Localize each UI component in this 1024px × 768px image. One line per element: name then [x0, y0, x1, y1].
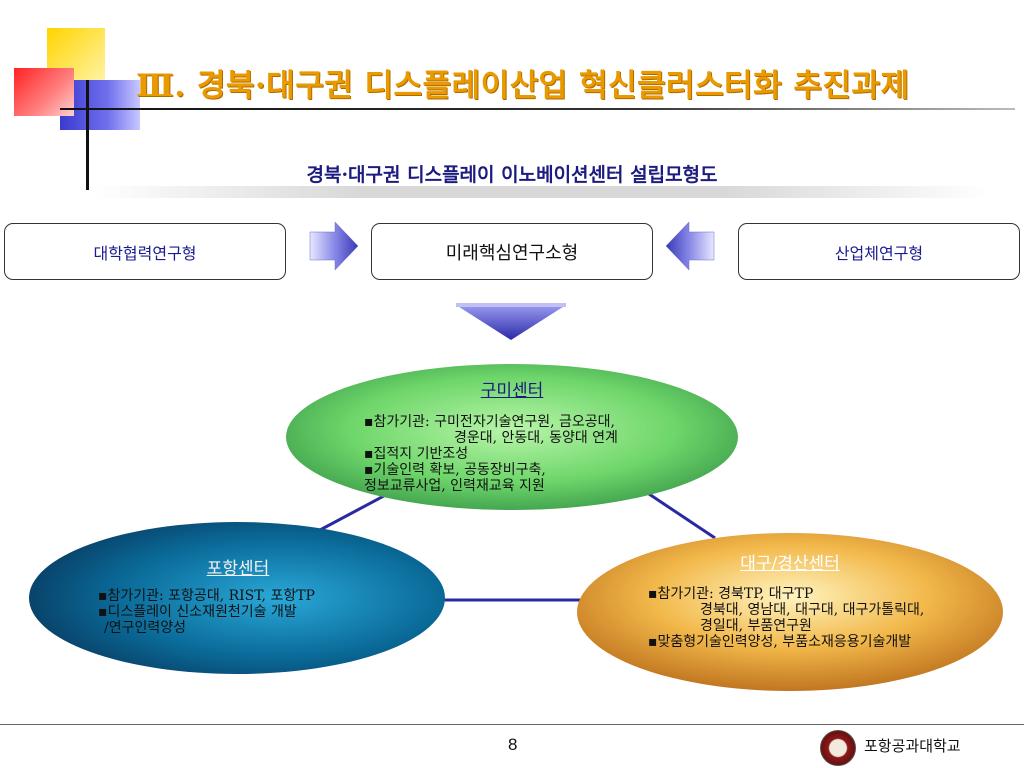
university-seal-icon	[820, 730, 856, 766]
daegu-line-3: 경일대, 부품연구원	[700, 618, 812, 634]
pohang-line-2: ▪디스플레이 신소재원천기술 개발	[98, 604, 297, 620]
daegu-line-2: 경북대, 영남대, 대구대, 대구가톨릭대,	[700, 602, 925, 618]
page-number: 8	[508, 735, 518, 754]
pohang-center-title: 포항센터	[206, 559, 270, 579]
deco-vertical-line	[86, 80, 89, 190]
gumi-center-details: ▪참가기관: 구미전자기술연구원, 금오공대, 경운대, 안동대, 동양대 연계…	[364, 414, 704, 494]
subtitle-shadow	[92, 186, 992, 198]
page-title: Ⅲ. 경북·대구권 디스플레이산업 혁신클러스터화 추진과제	[136, 68, 910, 104]
gumi-line-4: ▪기술인력 확보, 공동장비구축,	[364, 462, 546, 478]
daegu-center-title: 대구/경산센터	[740, 554, 840, 574]
gumi-line-3: ▪집적지 기반조성	[364, 446, 469, 462]
model-box-industry-label: 산업체연구형	[834, 243, 924, 263]
daegu-center-ellipse	[577, 533, 1003, 691]
model-box-university: 대학협력연구형	[4, 223, 286, 280]
gumi-line-2: 경운대, 안동대, 동양대 연계	[454, 430, 618, 446]
model-box-future: 미래핵심연구소형	[371, 223, 653, 280]
footer-divider	[0, 724, 1024, 725]
arrow-down-icon	[456, 305, 566, 340]
daegu-line-1: ▪참가기관: 경북TP, 대구TP	[648, 586, 814, 602]
daegu-line-4: ▪맞춤형기술인력양성, 부품소재응용기술개발	[648, 634, 912, 650]
arrow-right-icon	[309, 221, 359, 271]
title-underline	[60, 108, 1015, 110]
daegu-center-details: ▪참가기관: 경북TP, 대구TP 경북대, 영남대, 대구대, 대구가톨릭대,…	[648, 586, 998, 650]
pohang-line-1: ▪참가기관: 포항공대, RIST, 포항TP	[98, 588, 315, 604]
gumi-center-ellipse	[286, 364, 738, 510]
gumi-line-1: ▪참가기관: 구미전자기술연구원, 금오공대,	[364, 414, 615, 430]
pohang-center-ellipse	[29, 522, 445, 674]
connector-gumi-daegu	[639, 486, 716, 540]
arrow-down-top-icon	[456, 303, 566, 307]
gumi-line-5: 정보교류사업, 인력재교육 지원	[364, 478, 545, 494]
model-box-university-label: 대학협력연구형	[93, 243, 197, 263]
arrow-left-icon	[665, 221, 715, 271]
model-box-industry: 산업체연구형	[738, 223, 1020, 280]
pohang-center-details: ▪참가기관: 포항공대, RIST, 포항TP ▪디스플레이 신소재원천기술 개…	[98, 588, 398, 636]
model-box-future-label: 미래핵심연구소형	[445, 242, 579, 264]
pohang-line-3: /연구인력양성	[104, 620, 186, 636]
gumi-center-title: 구미센터	[480, 381, 544, 401]
university-name: 포항공과대학교	[864, 737, 961, 755]
diagram-subtitle: 경북·대구권 디스플레이 이노베이션센터 설립모형도	[306, 164, 718, 186]
